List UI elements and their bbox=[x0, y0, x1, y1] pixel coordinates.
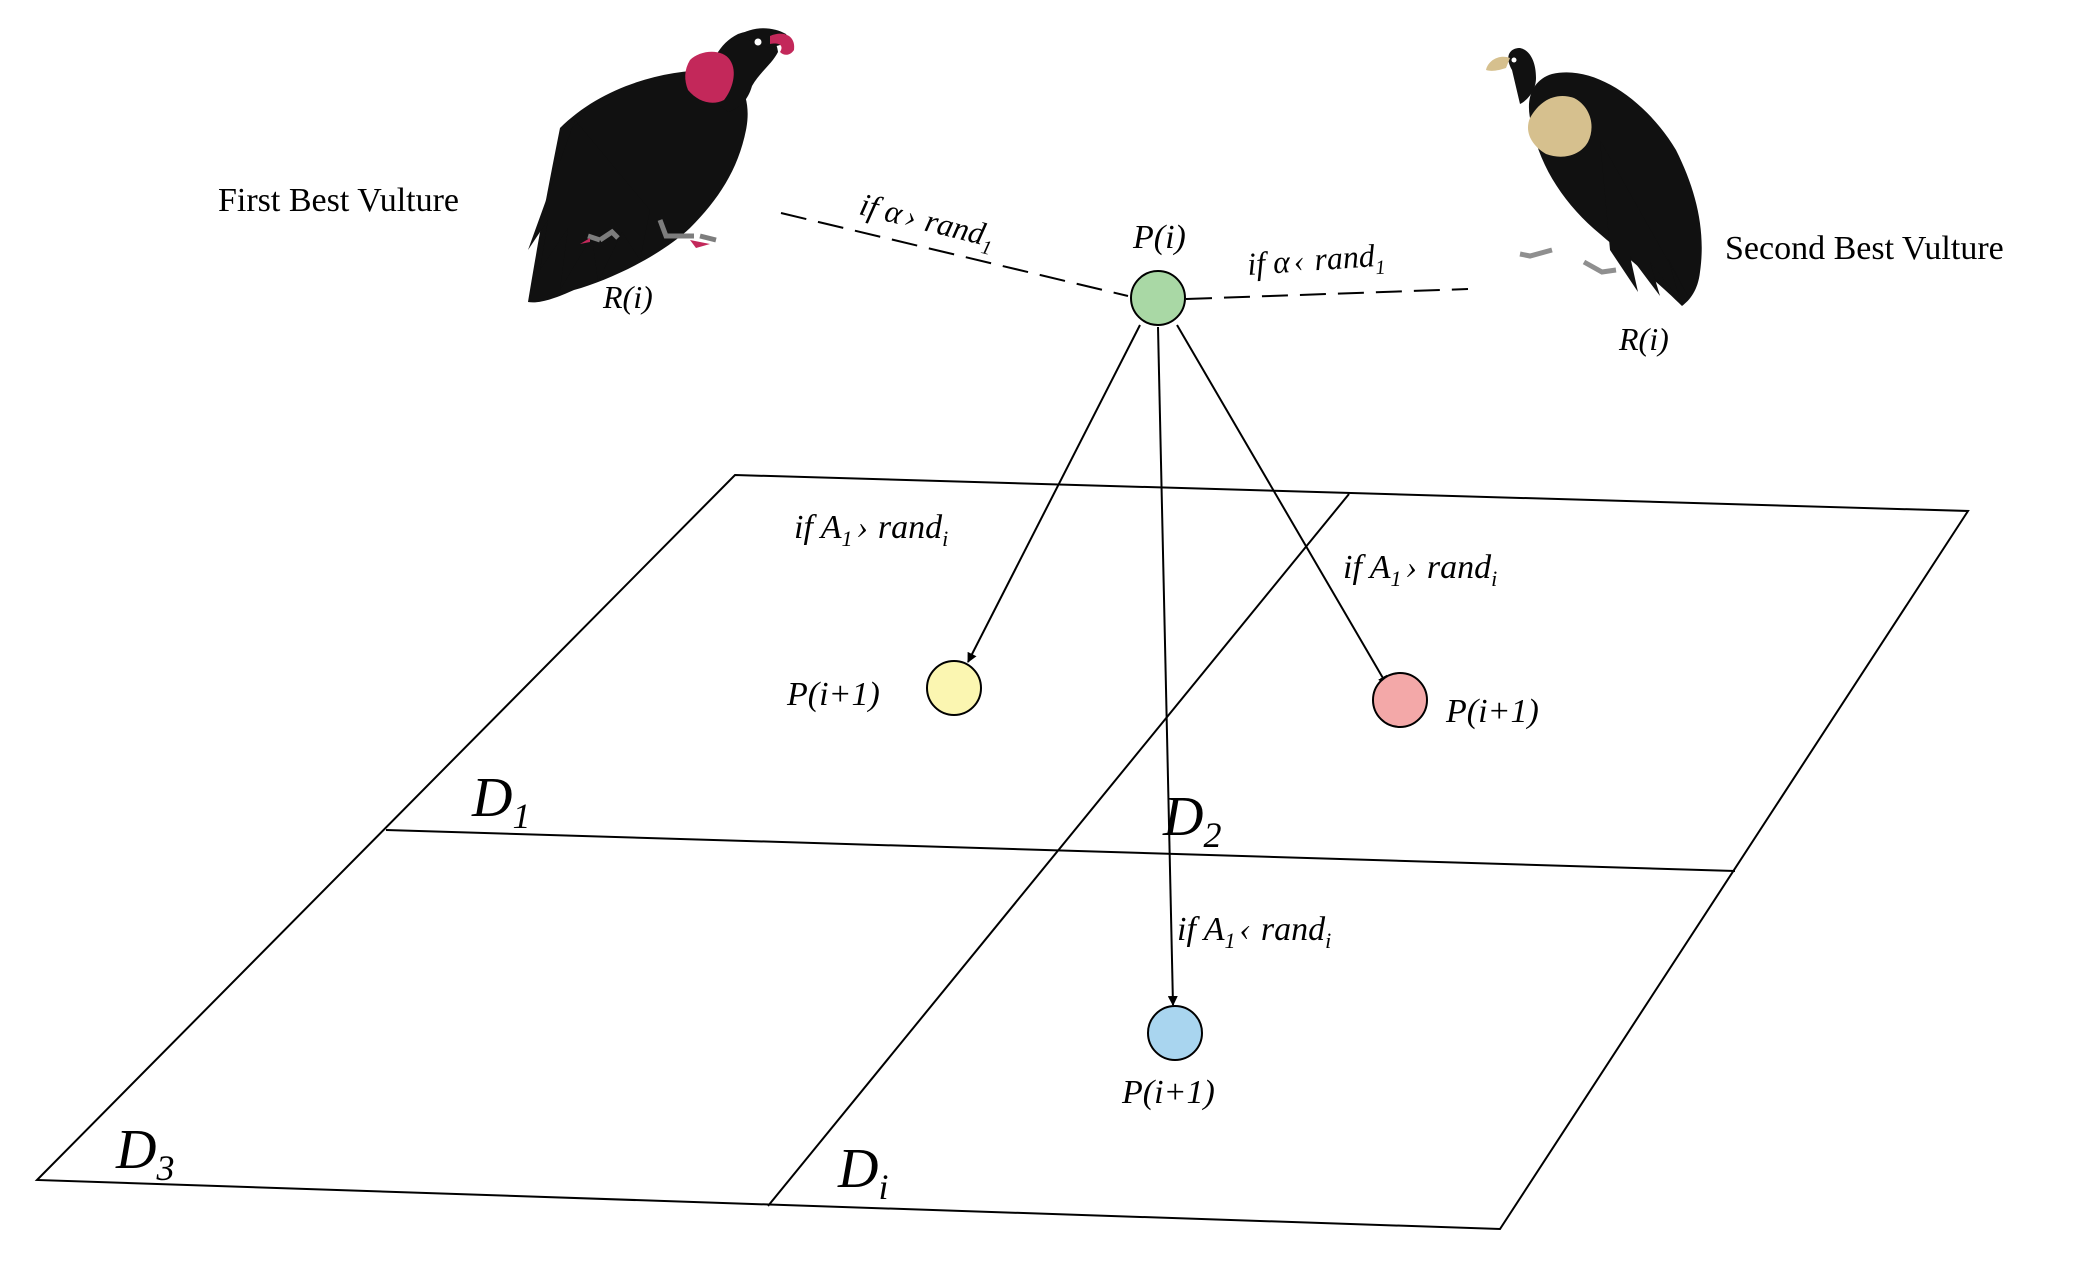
second-vulture-label: Second Best Vulture bbox=[1725, 230, 2004, 267]
condition-alpha-less: if α‹rand1 bbox=[1246, 236, 1386, 288]
first-vulture-eye bbox=[754, 38, 762, 46]
search-space-grid bbox=[34, 473, 1970, 1231]
p-next-right-node bbox=[1372, 672, 1428, 728]
second-vulture-ruff bbox=[1527, 96, 1592, 157]
condition-a1-greater-right: if A1›randi bbox=[1343, 549, 1497, 591]
condition-labels: if α›rand1 if α‹rand1 if A1›randi if A1›… bbox=[794, 186, 1497, 953]
grid-vertical-divider bbox=[767, 493, 1350, 1207]
condition-a1-greater-left: if A1›randi bbox=[794, 509, 948, 551]
arrow-to-p-next-bottom bbox=[1157, 326, 1178, 1006]
region-d2-label: D2 bbox=[1162, 786, 1221, 855]
p-next-bottom-label: P(i+1) bbox=[1121, 1074, 1215, 1111]
labels: First Best Vulture Second Best Vulture R… bbox=[218, 182, 2004, 1111]
first-vulture-talons bbox=[580, 238, 710, 248]
move-arrows bbox=[967, 324, 1388, 1006]
grid-horizontal-divider bbox=[385, 829, 1736, 872]
p-current-node bbox=[1130, 270, 1186, 326]
second-vulture-icon bbox=[1486, 48, 1702, 306]
first-vulture-label: First Best Vulture bbox=[218, 182, 459, 219]
region-d1-label: D1 bbox=[471, 767, 530, 836]
r-right-label: R(i) bbox=[1618, 321, 1669, 357]
region-labels: D1 D2 D3 Di bbox=[115, 767, 1221, 1207]
first-vulture-beak bbox=[770, 33, 795, 55]
condition-alpha-greater: if α›rand1 bbox=[855, 186, 999, 260]
search-space-outline bbox=[34, 473, 1970, 1231]
vulture-links bbox=[780, 212, 1469, 300]
first-vulture-legs bbox=[587, 219, 717, 243]
second-vulture-eye bbox=[1511, 57, 1517, 63]
second-vulture-head bbox=[1486, 56, 1510, 71]
p-next-right-label: P(i+1) bbox=[1445, 693, 1539, 730]
p-next-left-label: P(i+1) bbox=[786, 676, 880, 713]
link-to-second-vulture bbox=[1185, 288, 1469, 300]
second-vulture-legs bbox=[1519, 247, 1617, 275]
r-left-label: R(i) bbox=[602, 279, 653, 315]
condition-a1-less: if A1‹randi bbox=[1177, 911, 1331, 953]
p-next-bottom-node bbox=[1147, 1005, 1203, 1061]
link-to-first-vulture bbox=[780, 212, 1129, 297]
arrow-to-p-next-left bbox=[967, 324, 1141, 663]
p-current-label: P(i) bbox=[1132, 219, 1186, 256]
first-vulture-icon bbox=[528, 28, 795, 303]
second-vulture-wing-feathers bbox=[1600, 140, 1690, 300]
region-di-label: Di bbox=[837, 1138, 888, 1207]
region-d3-label: D3 bbox=[115, 1119, 174, 1188]
arrow-to-p-next-right bbox=[1176, 324, 1388, 686]
first-vulture-wing-feathers bbox=[528, 120, 650, 290]
first-vulture-ruff bbox=[685, 51, 734, 103]
p-next-left-node bbox=[926, 660, 982, 716]
